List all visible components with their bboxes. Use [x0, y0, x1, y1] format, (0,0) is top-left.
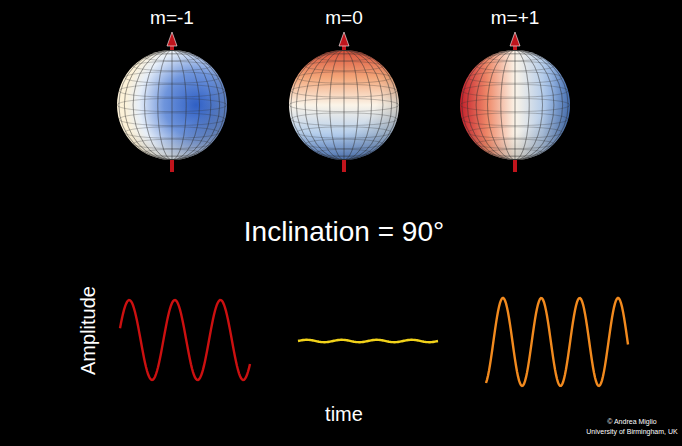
- axis-label: Amplitude: [77, 286, 100, 375]
- orange-light-curve: [486, 298, 628, 386]
- mode-label: m=-1: [150, 7, 194, 29]
- light-curve: [120, 298, 628, 386]
- flat-light-curve: [298, 340, 438, 342]
- credit-note: University of Birmingham, UK: [586, 428, 677, 435]
- mode-sphere: [460, 50, 570, 160]
- inclination-label: Inclination = 90°: [244, 216, 444, 248]
- mode-sphere: [117, 50, 227, 160]
- credit-note: © Andrea Miglio: [607, 418, 657, 425]
- axis-label: time: [325, 403, 363, 426]
- mode-label: m=+1: [491, 7, 540, 29]
- red-light-curve: [120, 300, 250, 380]
- mode-sphere: [289, 50, 399, 160]
- mode-label: m=0: [325, 7, 363, 29]
